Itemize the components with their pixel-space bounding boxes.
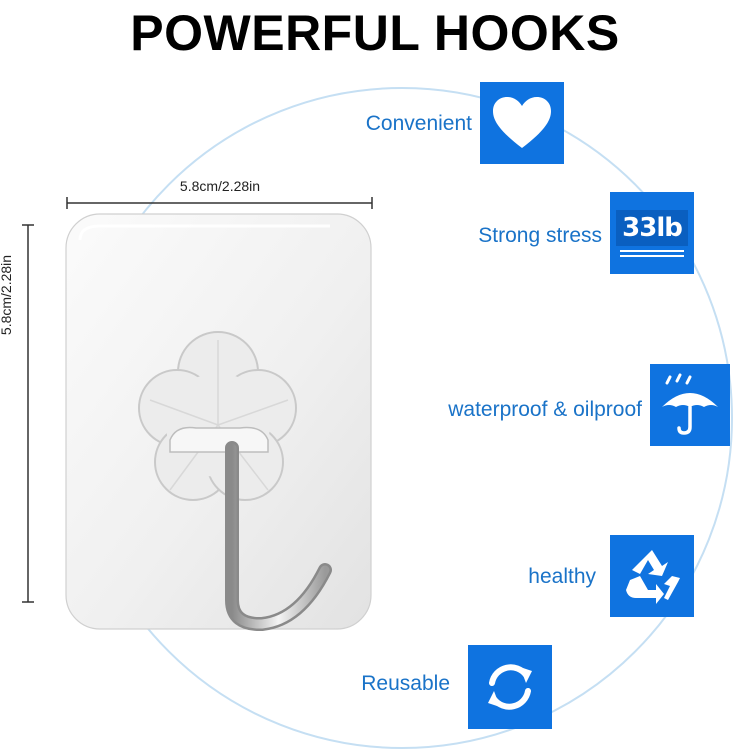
height-label: 5.8cm/2.28in bbox=[0, 254, 14, 336]
refresh-icon bbox=[488, 664, 532, 710]
height-dimension-line bbox=[22, 224, 34, 603]
recycle-icon bbox=[626, 550, 680, 604]
width-dimension-line bbox=[66, 197, 373, 209]
feature-convenient-label: Convenient bbox=[365, 112, 472, 135]
feature-convenient-box bbox=[480, 82, 564, 164]
feature-strong-stress-label: Strong stress bbox=[478, 224, 602, 247]
feature-healthy-box bbox=[610, 535, 694, 617]
weight-33lb-icon: 33lb bbox=[616, 209, 688, 246]
feature-waterproof-label: waterproof & oilproof bbox=[448, 398, 642, 421]
heart-icon bbox=[493, 97, 551, 148]
feature-healthy-label: healthy bbox=[528, 565, 596, 588]
feature-waterproof-box bbox=[650, 364, 730, 446]
width-label: 5.8cm/2.28in bbox=[179, 178, 261, 194]
umbrella-rain-icon bbox=[662, 373, 718, 435]
feature-strong-stress-box: 33lb bbox=[610, 192, 694, 274]
page-title: POWERFUL HOOKS bbox=[130, 5, 620, 61]
feature-reusable-label: Reusable bbox=[361, 672, 450, 695]
feature-reusable-box bbox=[468, 645, 552, 729]
